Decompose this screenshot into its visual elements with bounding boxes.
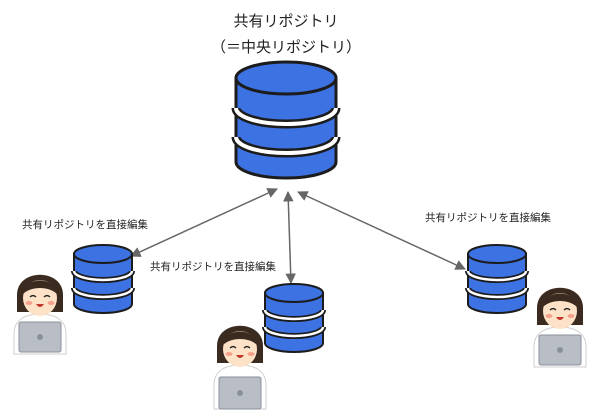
central-database-icon bbox=[231, 60, 341, 180]
user-middle-database-icon bbox=[262, 283, 326, 353]
user-right-person-icon bbox=[533, 287, 587, 368]
user-middle-label: 共有リポジトリを直接編集 bbox=[150, 261, 276, 273]
connection-arrows bbox=[130, 188, 466, 285]
arrow-left-user bbox=[130, 188, 278, 257]
user-left-database-icon bbox=[71, 244, 135, 314]
arrow-right-user bbox=[297, 191, 466, 270]
central-repo-title: 共有リポジトリ bbox=[233, 12, 339, 30]
central-repo-subtitle: （＝中央リポジトリ） bbox=[210, 38, 361, 56]
user-left-person-icon bbox=[13, 274, 67, 355]
user-right-database-icon bbox=[465, 244, 529, 314]
user-left-label: 共有リポジトリを直接編集 bbox=[22, 219, 148, 231]
user-middle-person-icon bbox=[213, 325, 267, 410]
arrow-middle-user bbox=[283, 190, 296, 285]
